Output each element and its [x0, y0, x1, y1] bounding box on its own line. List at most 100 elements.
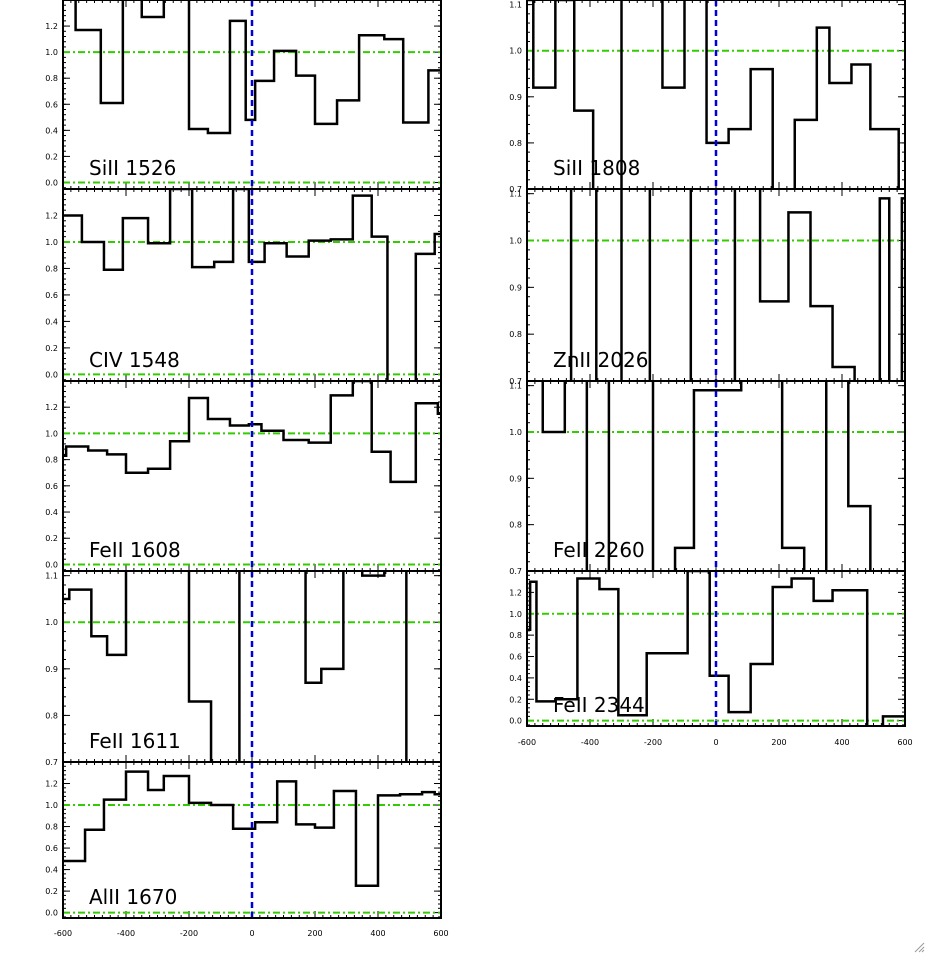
x-tick-label: 400	[370, 929, 385, 938]
y-tick-label: 0.9	[509, 283, 522, 292]
y-tick-label: 0.8	[509, 631, 522, 640]
y-tick-label: 0.8	[45, 823, 58, 832]
panel-label: CIV 1548	[89, 348, 180, 372]
y-tick-label: 0.6	[45, 482, 58, 491]
y-tick-label: 0.0	[45, 909, 58, 918]
y-tick-label: 0.4	[45, 866, 58, 875]
panel-label: FeII 2260	[553, 538, 645, 562]
panel-label: FeII 1608	[89, 538, 181, 562]
y-tick-label: 1.0	[45, 48, 58, 57]
x-tick-label: 200	[307, 929, 322, 938]
y-tick-label: 0.8	[45, 711, 58, 720]
y-tick-label: 1.0	[45, 429, 58, 438]
y-tick-label: 0.4	[45, 317, 58, 326]
y-tick-label: 0.9	[45, 665, 58, 674]
x-tick-label: 200	[771, 738, 786, 747]
y-tick-label: 0.2	[45, 887, 58, 896]
y-tick-label: 0.8	[509, 139, 522, 148]
y-tick-label: 0.7	[509, 185, 522, 194]
panel-label: SiII 1526	[89, 156, 176, 180]
x-tick-label: 400	[834, 738, 849, 747]
y-tick-label: 0.9	[509, 474, 522, 483]
y-tick-label: 0.9	[509, 93, 522, 102]
x-tick-label: -200	[644, 738, 662, 747]
y-tick-label: 1.2	[45, 780, 58, 789]
x-tick-label: 600	[897, 738, 912, 747]
y-tick-label: 0.7	[509, 567, 522, 576]
y-tick-label: 0.8	[509, 521, 522, 530]
x-tick-label: -200	[180, 929, 198, 938]
spectrum-line-feii-2260	[541, 381, 872, 571]
y-tick-label: 0.6	[509, 653, 522, 662]
y-tick-label: 1.2	[509, 588, 522, 597]
y-tick-label: 0.2	[509, 695, 522, 704]
y-tick-label: 0.0	[45, 370, 58, 379]
panel-label: SiII 1808	[553, 156, 640, 180]
panel-frame	[62, 761, 442, 919]
y-tick-label: 0.8	[45, 74, 58, 83]
y-tick-label: 0.2	[45, 534, 58, 543]
y-tick-label: 1.0	[45, 618, 58, 627]
y-tick-label: 0.4	[509, 674, 522, 683]
x-tick-label: -600	[54, 929, 72, 938]
spectrum-line-civ-1548	[63, 189, 441, 381]
y-tick-label: 0.6	[45, 291, 58, 300]
panel-label: FeII 1611	[89, 729, 181, 753]
panel-label: ZnII 2026	[553, 348, 648, 372]
y-tick-label: 0.4	[45, 126, 58, 135]
y-tick-label: 0.0	[509, 717, 522, 726]
x-tick-label: -400	[581, 738, 599, 747]
spectrum-line-feii-2344	[527, 571, 905, 726]
spectrum-line-znii-2026	[569, 189, 905, 381]
x-axis-right: -600 -400 -200 0 200 400 600	[518, 738, 913, 747]
y-tick-label: 1.0	[509, 610, 522, 619]
y-tick-label: 1.2	[45, 211, 58, 220]
y-tick-label: 1.1	[45, 572, 58, 581]
y-tick-label: 1.0	[509, 428, 522, 437]
x-tick-label: 0	[249, 929, 254, 938]
y-tick-label: 0.7	[45, 758, 58, 767]
y-tick-label: 0.7	[509, 377, 522, 386]
y-tick-label: 0.8	[509, 330, 522, 339]
y-tick-label: 0.8	[45, 264, 58, 273]
x-tick-label: 600	[433, 929, 448, 938]
spectrum-line-siii-1526	[74, 0, 441, 135]
y-tick-label: 1.0	[45, 238, 58, 247]
y-tick-label: 0.6	[45, 100, 58, 109]
y-tick-label: 1.1	[509, 382, 522, 391]
spectrum-line-feii-1611	[63, 571, 408, 762]
panel-label: FeII 2344	[553, 693, 645, 717]
y-tick-label: 1.2	[45, 22, 58, 31]
y-tick-label: 0.6	[45, 844, 58, 853]
y-tick-label: 1.0	[509, 47, 522, 56]
y-tick-label: 0.0	[45, 178, 58, 187]
y-tick-label: 0.2	[45, 152, 58, 161]
x-tick-label: -600	[518, 738, 536, 747]
x-tick-label: -400	[117, 929, 135, 938]
resize-grip-icon[interactable]	[913, 941, 925, 953]
y-tick-label: 0.2	[45, 344, 58, 353]
panel-frame	[526, 570, 906, 727]
y-tick-label: 0.0	[45, 560, 58, 569]
y-tick-label: 0.4	[45, 508, 58, 517]
y-tick-label: 1.0	[45, 801, 58, 810]
x-axis-left: -600 -400 -200 0 200 400 600	[54, 929, 449, 938]
x-tick-label: 0	[713, 738, 718, 747]
y-tick-label: 1.2	[45, 403, 58, 412]
spectrum-line-alii-1670	[63, 770, 441, 887]
panel-label: AlII 1670	[89, 885, 177, 909]
y-tick-label: 1.1	[509, 190, 522, 199]
y-tick-label: 0.8	[45, 456, 58, 465]
y-tick-label: 1.0	[509, 237, 522, 246]
spectrum-line-siii-1808	[527, 0, 900, 189]
